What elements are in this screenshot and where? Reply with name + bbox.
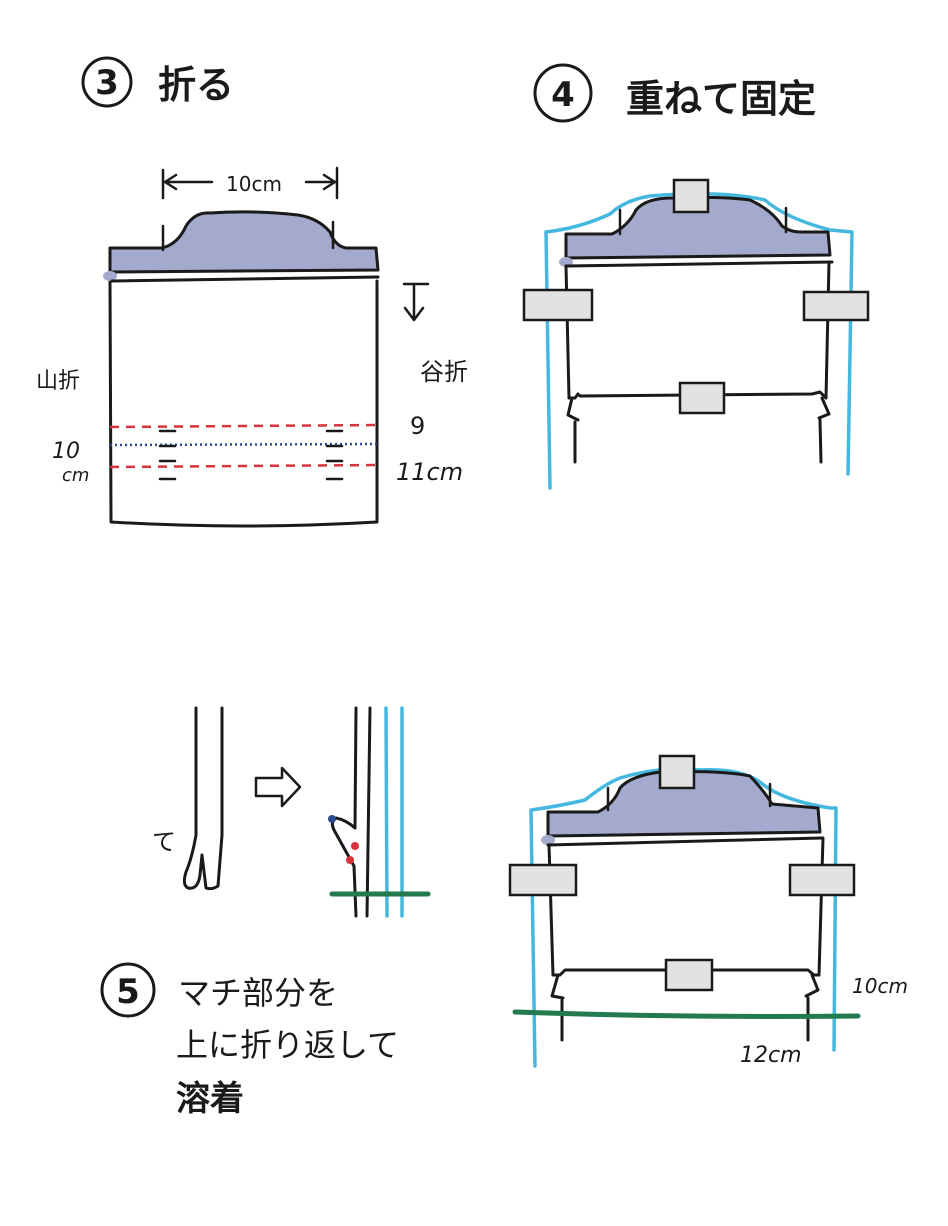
step5-tape-right	[788, 863, 856, 897]
step4-tape-right	[802, 290, 870, 322]
step4-tape-top	[672, 178, 710, 214]
step5-tape-left	[508, 863, 578, 897]
step5-text-section: 5 マチ部分を 上に折り返して 溶着	[100, 962, 399, 1119]
fold-point-blue	[328, 815, 336, 823]
step5-number-circle	[100, 962, 156, 1018]
step3-width-label: 10cm	[226, 172, 282, 196]
step3-number-circle	[81, 56, 133, 108]
step4-gusset-sides	[566, 396, 831, 464]
width-arrow-right	[304, 173, 337, 191]
gusset-after-lining-lines	[384, 706, 404, 918]
step5-tape-bottom	[664, 958, 714, 992]
step5-seam-label: 12cm	[740, 1043, 802, 1068]
step3-flap	[108, 210, 380, 274]
step4-lining-outline	[544, 192, 854, 490]
step5-tape-top	[658, 754, 696, 790]
step5-instruction-line3: 溶着	[176, 1079, 244, 1119]
step4-flap	[564, 195, 832, 260]
right-arrow-icon	[254, 766, 302, 808]
step5-detail-section: て	[152, 706, 431, 918]
valley-fold-label: 谷折	[420, 358, 468, 386]
step5-side-mark: て	[152, 828, 176, 856]
step5-weld-line	[512, 1009, 861, 1019]
step5-lining-label: 10cm	[852, 974, 908, 998]
valley-fold-value-top: 9	[410, 412, 425, 440]
mountain-fold-value-unit: cm	[62, 465, 89, 486]
width-arrow-left	[163, 173, 214, 191]
step3-section: 3 折る 10cm 山折 10	[36, 56, 468, 528]
step4-gusset-top	[567, 390, 828, 400]
fold-point-red-bottom	[346, 856, 354, 864]
step5-flap-edge-dot	[541, 835, 555, 845]
step5-number: 5	[116, 972, 140, 1012]
step5-fold-line	[546, 836, 824, 847]
step3-fold-top-line	[110, 275, 380, 283]
step4-bag-sides	[564, 260, 831, 400]
step3-number: 3	[95, 63, 119, 103]
step4-number: 4	[551, 75, 575, 115]
down-arrow-icon	[402, 282, 430, 322]
fold-point-red-top	[351, 842, 359, 850]
gusset-after-shape	[330, 706, 358, 918]
step5-instruction-line1: マチ部分を	[178, 974, 338, 1012]
gusset-before-shape	[182, 706, 224, 891]
step3-flap-edge-dot	[103, 271, 117, 281]
step5-gusset-sides	[550, 973, 820, 1042]
step4-section: 4 重ねて固定	[522, 63, 870, 490]
step5-bag-section: 10cm 12cm	[508, 754, 908, 1068]
step3-placement-marks	[158, 429, 344, 481]
step5-instruction-line2: 上に折り返して	[176, 1026, 399, 1064]
valley-fold-value-bottom: 11cm	[396, 458, 463, 486]
step4-tape-bottom	[678, 381, 726, 415]
mountain-fold-value-number: 10	[52, 439, 80, 464]
step5-bag-sides	[547, 836, 825, 977]
step4-tape-left	[522, 288, 594, 322]
valley-fold-line-9	[109, 423, 379, 429]
step4-number-circle	[533, 63, 593, 123]
step4-title: 重ねて固定	[626, 77, 816, 121]
step3-bag-body	[108, 279, 379, 528]
gusset-after-inner-line	[365, 706, 372, 918]
mountain-fold-label: 山折	[36, 369, 80, 394]
step3-title: 折る	[158, 63, 234, 107]
valley-fold-line-11	[109, 463, 379, 469]
step4-fold-line	[564, 260, 834, 268]
